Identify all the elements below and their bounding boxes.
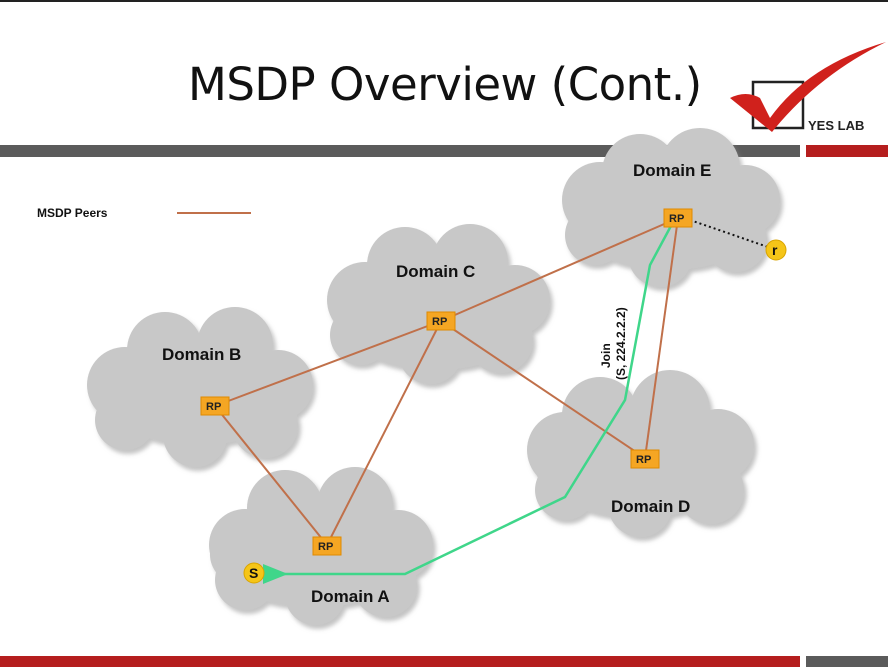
join-path [263, 223, 674, 584]
label-domain-c: Domain C [396, 262, 475, 281]
checkmark-box-icon [730, 42, 886, 132]
rp-router-b: RP [200, 396, 230, 416]
slide-title: MSDP Overview (Cont.) [188, 58, 702, 111]
label-domain-d: Domain D [611, 497, 690, 516]
label-domain-a: Domain A [311, 587, 390, 606]
logo-text: YES LAB [808, 118, 865, 133]
peer-line-b-c [214, 320, 442, 407]
header-band-red [806, 145, 888, 157]
legend-label: MSDP Peers [37, 206, 108, 220]
peer-line-c-a [326, 320, 442, 546]
receiver-label: r [772, 242, 778, 258]
source-host: S [243, 562, 265, 584]
cloud-domain-b [87, 307, 313, 467]
rp-label-a: RP [318, 541, 333, 553]
footer-band-gray [806, 656, 888, 667]
join-label: Join (S, 224.2.2.2) [599, 307, 628, 380]
peer-line-c-d [440, 320, 646, 459]
peer-line-e-d [644, 217, 679, 459]
footer-band-red [0, 656, 800, 667]
peer-line-c-e [440, 217, 679, 322]
rp-router-a: RP [312, 536, 342, 556]
rp-router-e: RP [663, 208, 693, 228]
receiver-link [689, 219, 769, 248]
peer-line-b-a [214, 405, 328, 546]
label-domain-e: Domain E [633, 161, 711, 180]
rp-label-c: RP [432, 316, 447, 328]
legend-line-swatch [177, 212, 251, 214]
join-label-line1: Join [599, 343, 613, 368]
label-domain-b: Domain B [162, 345, 241, 364]
join-label-line2: (S, 224.2.2.2) [614, 307, 628, 380]
rp-router-c: RP [426, 311, 456, 331]
rp-label-b: RP [206, 401, 221, 413]
yes-lab-logo [730, 42, 886, 132]
header-band-gray [0, 145, 800, 157]
cloud-domain-c [327, 224, 550, 384]
receiver-host: r [765, 239, 787, 261]
rp-label-e: RP [669, 213, 684, 225]
rp-router-d: RP [630, 449, 660, 469]
source-label: S [249, 565, 258, 581]
rp-label-d: RP [636, 454, 651, 466]
top-rule [0, 0, 888, 2]
cloud-domain-a [209, 467, 433, 625]
